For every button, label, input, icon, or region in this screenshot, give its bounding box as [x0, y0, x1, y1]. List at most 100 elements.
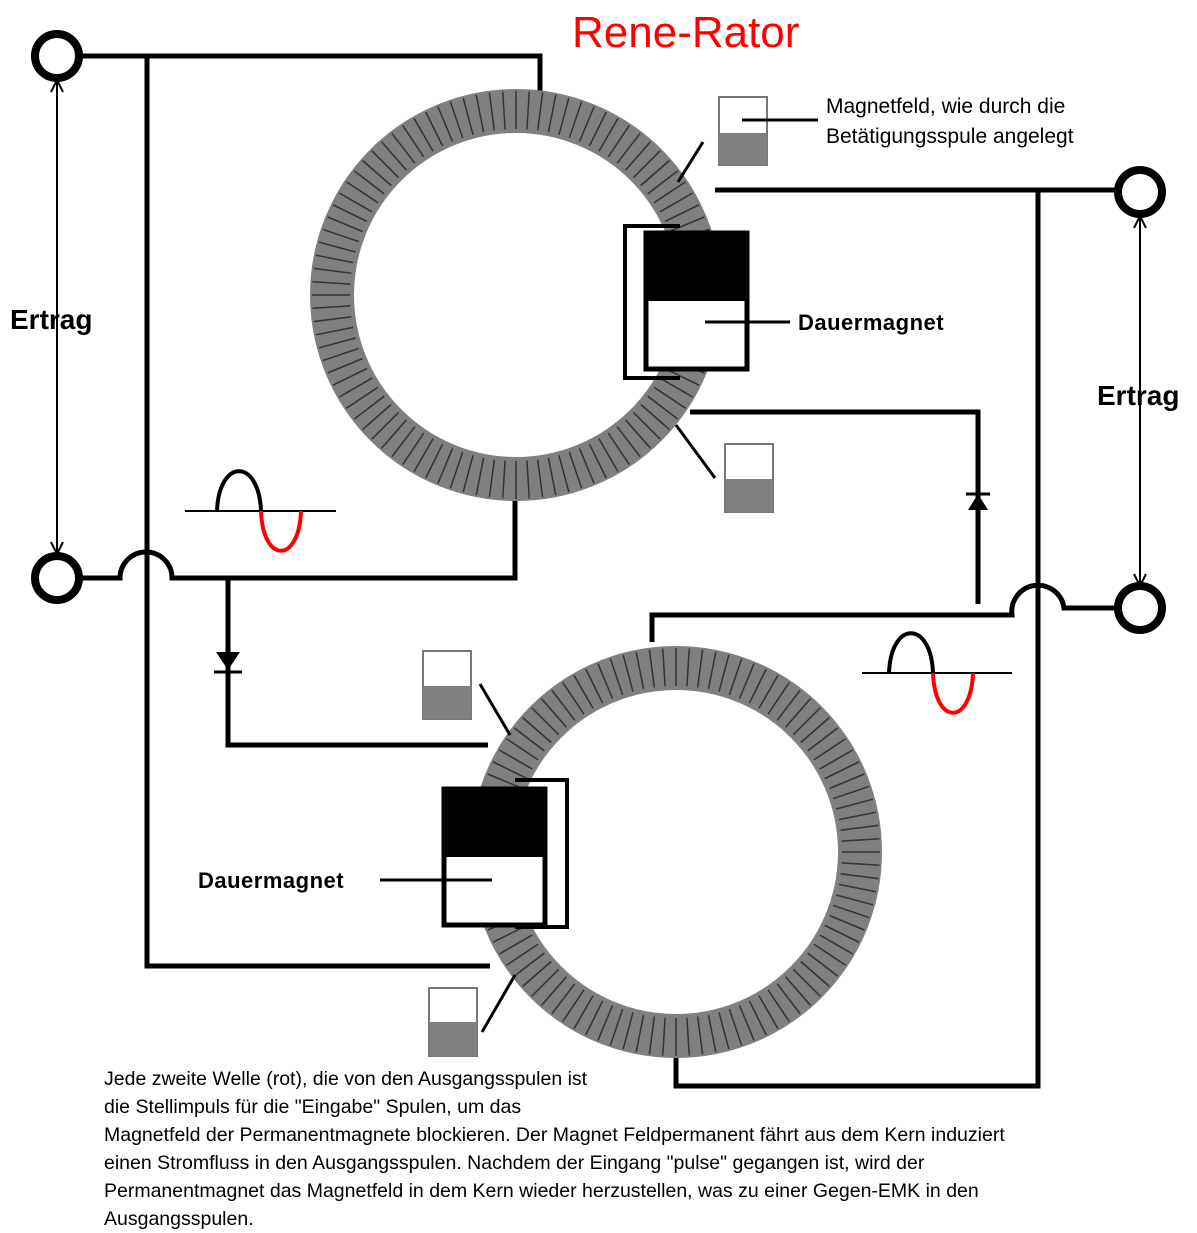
winding-tick — [362, 159, 392, 187]
winding-tick — [345, 181, 379, 204]
winding-tick — [841, 837, 880, 842]
winding-tick — [624, 141, 652, 171]
diode-left — [214, 652, 242, 674]
wire-top-left — [80, 53, 543, 100]
winding-tick — [536, 92, 544, 131]
winding-tick — [622, 654, 634, 692]
label-dauermagnet-bottom: Dauermagnet — [198, 868, 345, 893]
winding-tick — [573, 995, 594, 1030]
winding-tick — [718, 654, 730, 692]
winding-tick — [558, 97, 570, 135]
winding-tick — [449, 101, 464, 139]
wire-left-vertical — [144, 56, 490, 969]
description-line: Jede zweite Welle (rot), die von den Aus… — [104, 1068, 588, 1090]
winding-tick — [813, 738, 847, 761]
winding-tick — [505, 738, 539, 761]
winding-tick — [819, 934, 854, 955]
winding-tick — [707, 1014, 717, 1053]
winding-tick — [738, 663, 755, 699]
winding-tick — [551, 983, 576, 1015]
winding-tick — [597, 663, 614, 699]
winding-tick — [588, 443, 607, 479]
winding-tick — [338, 377, 373, 398]
winding-tick — [840, 872, 879, 880]
winding-tick — [647, 170, 679, 195]
winding-tick — [767, 989, 790, 1023]
wiring — [80, 53, 1118, 1089]
winding-tick — [616, 132, 641, 164]
winding-tick — [568, 101, 583, 139]
winding-tick — [585, 668, 604, 704]
winding-tick — [824, 761, 860, 780]
winding-tick — [540, 698, 568, 728]
winding-tick — [588, 111, 607, 147]
description-line: die Stellimpuls für die "Eingabe" Spulen… — [104, 1096, 522, 1118]
winding-tick — [640, 159, 670, 187]
winding-tick — [413, 438, 434, 473]
winding-tick — [738, 1005, 755, 1041]
winding-tick — [648, 1016, 656, 1055]
winding-tick — [832, 904, 870, 919]
winding-tick — [838, 883, 877, 893]
winding-tick — [540, 976, 568, 1006]
winding-tick — [647, 395, 679, 420]
sine-wave-left — [185, 469, 336, 553]
winding-tick — [718, 1012, 730, 1050]
winding-tick — [609, 658, 624, 696]
winding-tick — [425, 111, 444, 147]
winding-tick — [322, 347, 360, 362]
winding-tick — [312, 280, 351, 285]
winding-tick — [632, 411, 661, 440]
winding-tick — [498, 749, 533, 770]
winding-tick — [758, 995, 779, 1030]
label-dauermagnet-top: Dauermagnet — [798, 310, 945, 335]
winding-tick — [800, 960, 830, 988]
winding-tick — [776, 689, 801, 721]
winding-tick — [332, 204, 368, 223]
terminal-top-left — [31, 30, 83, 82]
diagram-title: Rene-Rator — [572, 8, 800, 57]
winding-tick — [391, 426, 416, 458]
winding-tick — [659, 192, 694, 213]
winding-tick — [624, 419, 652, 449]
winding-tick — [728, 1008, 743, 1046]
winding-tick — [807, 952, 839, 977]
winding-tick — [686, 1017, 691, 1056]
winding-tick — [598, 117, 619, 152]
winding-tick — [622, 1012, 634, 1050]
winding-tick — [318, 241, 356, 253]
winding-tick — [522, 960, 552, 988]
winding-tick — [558, 455, 570, 493]
winding-tick — [669, 216, 705, 233]
winding-tick — [513, 952, 545, 977]
winding-tick — [353, 395, 385, 420]
diode-right — [966, 492, 990, 510]
winding-tick — [661, 1017, 666, 1056]
annotation-line-2: Betätigungsspule angelegt — [826, 125, 1074, 148]
winding-tick — [475, 94, 485, 133]
winding-tick — [437, 448, 454, 484]
winding-tick — [813, 943, 847, 966]
winding-tick — [838, 811, 877, 821]
winding-tick — [332, 367, 368, 386]
winding-tick — [338, 192, 373, 213]
winding-tick — [505, 943, 539, 966]
winding-tick — [380, 419, 408, 449]
winding-tick — [648, 649, 656, 688]
winding-tick — [526, 460, 531, 499]
winding-tick — [501, 460, 506, 499]
winding-tick — [585, 1000, 604, 1036]
winding-tick — [371, 150, 400, 179]
winding-tick — [653, 181, 687, 204]
winding-tick — [562, 681, 585, 715]
winding-tick — [488, 92, 496, 131]
permanent-magnet-bottom — [380, 778, 569, 929]
winding-tick — [696, 649, 704, 688]
winding-tick — [635, 651, 645, 690]
winding-tick — [696, 1016, 704, 1055]
winding-tick — [836, 894, 874, 906]
winding-tick — [632, 150, 661, 179]
winding-tick — [659, 377, 694, 398]
winding-tick — [391, 132, 416, 164]
winding-tick — [784, 976, 812, 1006]
